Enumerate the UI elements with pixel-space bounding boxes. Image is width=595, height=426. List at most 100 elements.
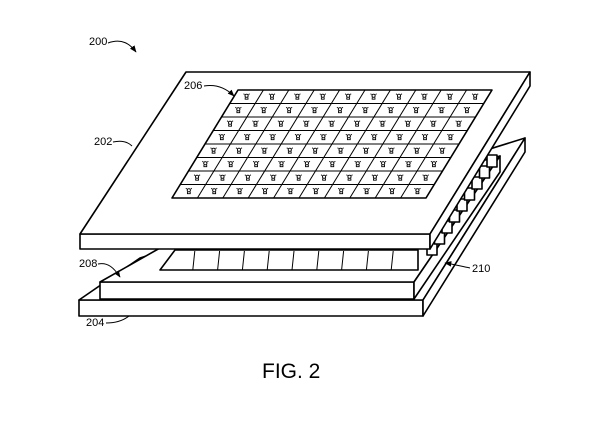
light-element-icon	[430, 160, 438, 168]
strip-cell-divider	[390, 250, 394, 271]
light-element-icon	[294, 93, 301, 100]
label-202: 202	[94, 136, 133, 148]
light-element-icon	[362, 147, 370, 154]
light-element-icon	[379, 120, 386, 127]
connector-block	[471, 176, 483, 190]
light-element-icon	[353, 120, 361, 127]
light-element-icon	[345, 133, 353, 141]
light-element-icon	[235, 147, 243, 154]
light-element-icon	[312, 187, 320, 195]
light-element-icon	[396, 133, 403, 141]
light-element-icon	[354, 160, 362, 168]
light-element-icon	[438, 147, 446, 154]
light-element-icon	[463, 106, 471, 114]
light-element-icon	[294, 133, 302, 141]
light-element-icon	[269, 133, 276, 141]
light-element-icon	[193, 174, 201, 181]
strip-cell-divider	[341, 250, 345, 271]
light-element-icon	[379, 160, 387, 168]
ref-label-208: 208	[79, 258, 97, 270]
light-element-icon	[320, 133, 327, 141]
light-element-icon	[337, 187, 345, 195]
light-element-icon	[363, 187, 370, 195]
led-strip	[159, 249, 419, 271]
light-element-icon	[311, 106, 318, 114]
label-204: 204	[86, 315, 130, 329]
light-element-icon	[455, 120, 462, 127]
light-array-grid	[171, 89, 493, 199]
light-element-icon	[344, 93, 352, 100]
light-element-icon	[235, 106, 242, 114]
light-element-icon	[362, 106, 369, 114]
light-element-icon	[471, 93, 479, 100]
strip-cell-divider	[192, 250, 196, 271]
light-element-icon	[370, 93, 377, 100]
ref-label-210: 210	[472, 263, 490, 275]
light-element-icon	[370, 133, 378, 141]
light-element-icon	[319, 93, 327, 100]
light-element-icon	[285, 106, 293, 114]
light-element-icon	[261, 147, 268, 154]
light-element-icon	[388, 187, 396, 195]
light-element-icon	[388, 147, 395, 154]
light-element-icon	[219, 174, 226, 181]
light-element-icon	[329, 160, 336, 168]
light-element-icon	[328, 120, 335, 127]
light-element-icon	[447, 133, 454, 141]
light-element-icon	[438, 106, 445, 114]
light-element-icon	[413, 147, 421, 154]
light-element-icon	[278, 160, 285, 168]
ref-label-206: 206	[184, 80, 202, 92]
light-element-icon	[202, 160, 209, 168]
light-element-icon	[260, 106, 268, 114]
light-element-icon	[422, 174, 429, 181]
strip-cell-divider	[217, 250, 221, 271]
light-element-icon	[337, 147, 344, 154]
light-element-icon	[346, 174, 353, 181]
strip-cell-divider	[365, 250, 369, 271]
ref-label-204: 204	[86, 317, 104, 329]
light-element-icon	[295, 174, 302, 181]
strip-cell-divider	[266, 250, 270, 271]
light-element-icon	[252, 160, 260, 168]
light-element-icon	[218, 133, 226, 141]
light-element-icon	[269, 174, 277, 181]
light-element-icon	[421, 93, 428, 100]
light-element-icon	[277, 120, 285, 127]
strip-cell-divider	[291, 250, 295, 271]
light-element-icon	[302, 120, 310, 127]
light-element-icon	[210, 147, 217, 154]
light-element-icon	[243, 133, 251, 141]
light-element-icon	[395, 93, 403, 100]
light-element-icon	[371, 174, 379, 181]
strip-cell-divider	[241, 250, 245, 271]
connector-block	[478, 165, 491, 179]
light-element-icon	[252, 120, 259, 127]
light-element-icon	[404, 120, 412, 127]
light-element-icon	[421, 133, 429, 141]
light-element-icon	[227, 160, 235, 168]
light-element-icon	[336, 106, 344, 114]
light-element-icon	[243, 93, 250, 100]
ref-label-200: 200	[89, 36, 107, 48]
light-element-icon	[287, 187, 294, 195]
light-element-icon	[446, 93, 454, 100]
light-element-icon	[261, 187, 269, 195]
light-element-icon	[387, 106, 395, 114]
light-element-icon	[244, 174, 252, 181]
light-element-icon	[268, 93, 276, 100]
light-element-icon	[414, 187, 421, 195]
light-element-icon	[303, 160, 311, 168]
light-element-icon	[320, 174, 328, 181]
strip-cell-divider	[316, 250, 320, 271]
light-element-icon	[286, 147, 294, 154]
connector-block	[486, 154, 498, 168]
light-element-icon	[429, 120, 437, 127]
ref-label-202: 202	[94, 136, 112, 148]
light-element-icon	[226, 120, 234, 127]
connector-column	[426, 154, 498, 256]
light-element-icon	[210, 187, 218, 195]
label-210: 210	[444, 261, 490, 275]
light-element-icon	[236, 187, 243, 195]
